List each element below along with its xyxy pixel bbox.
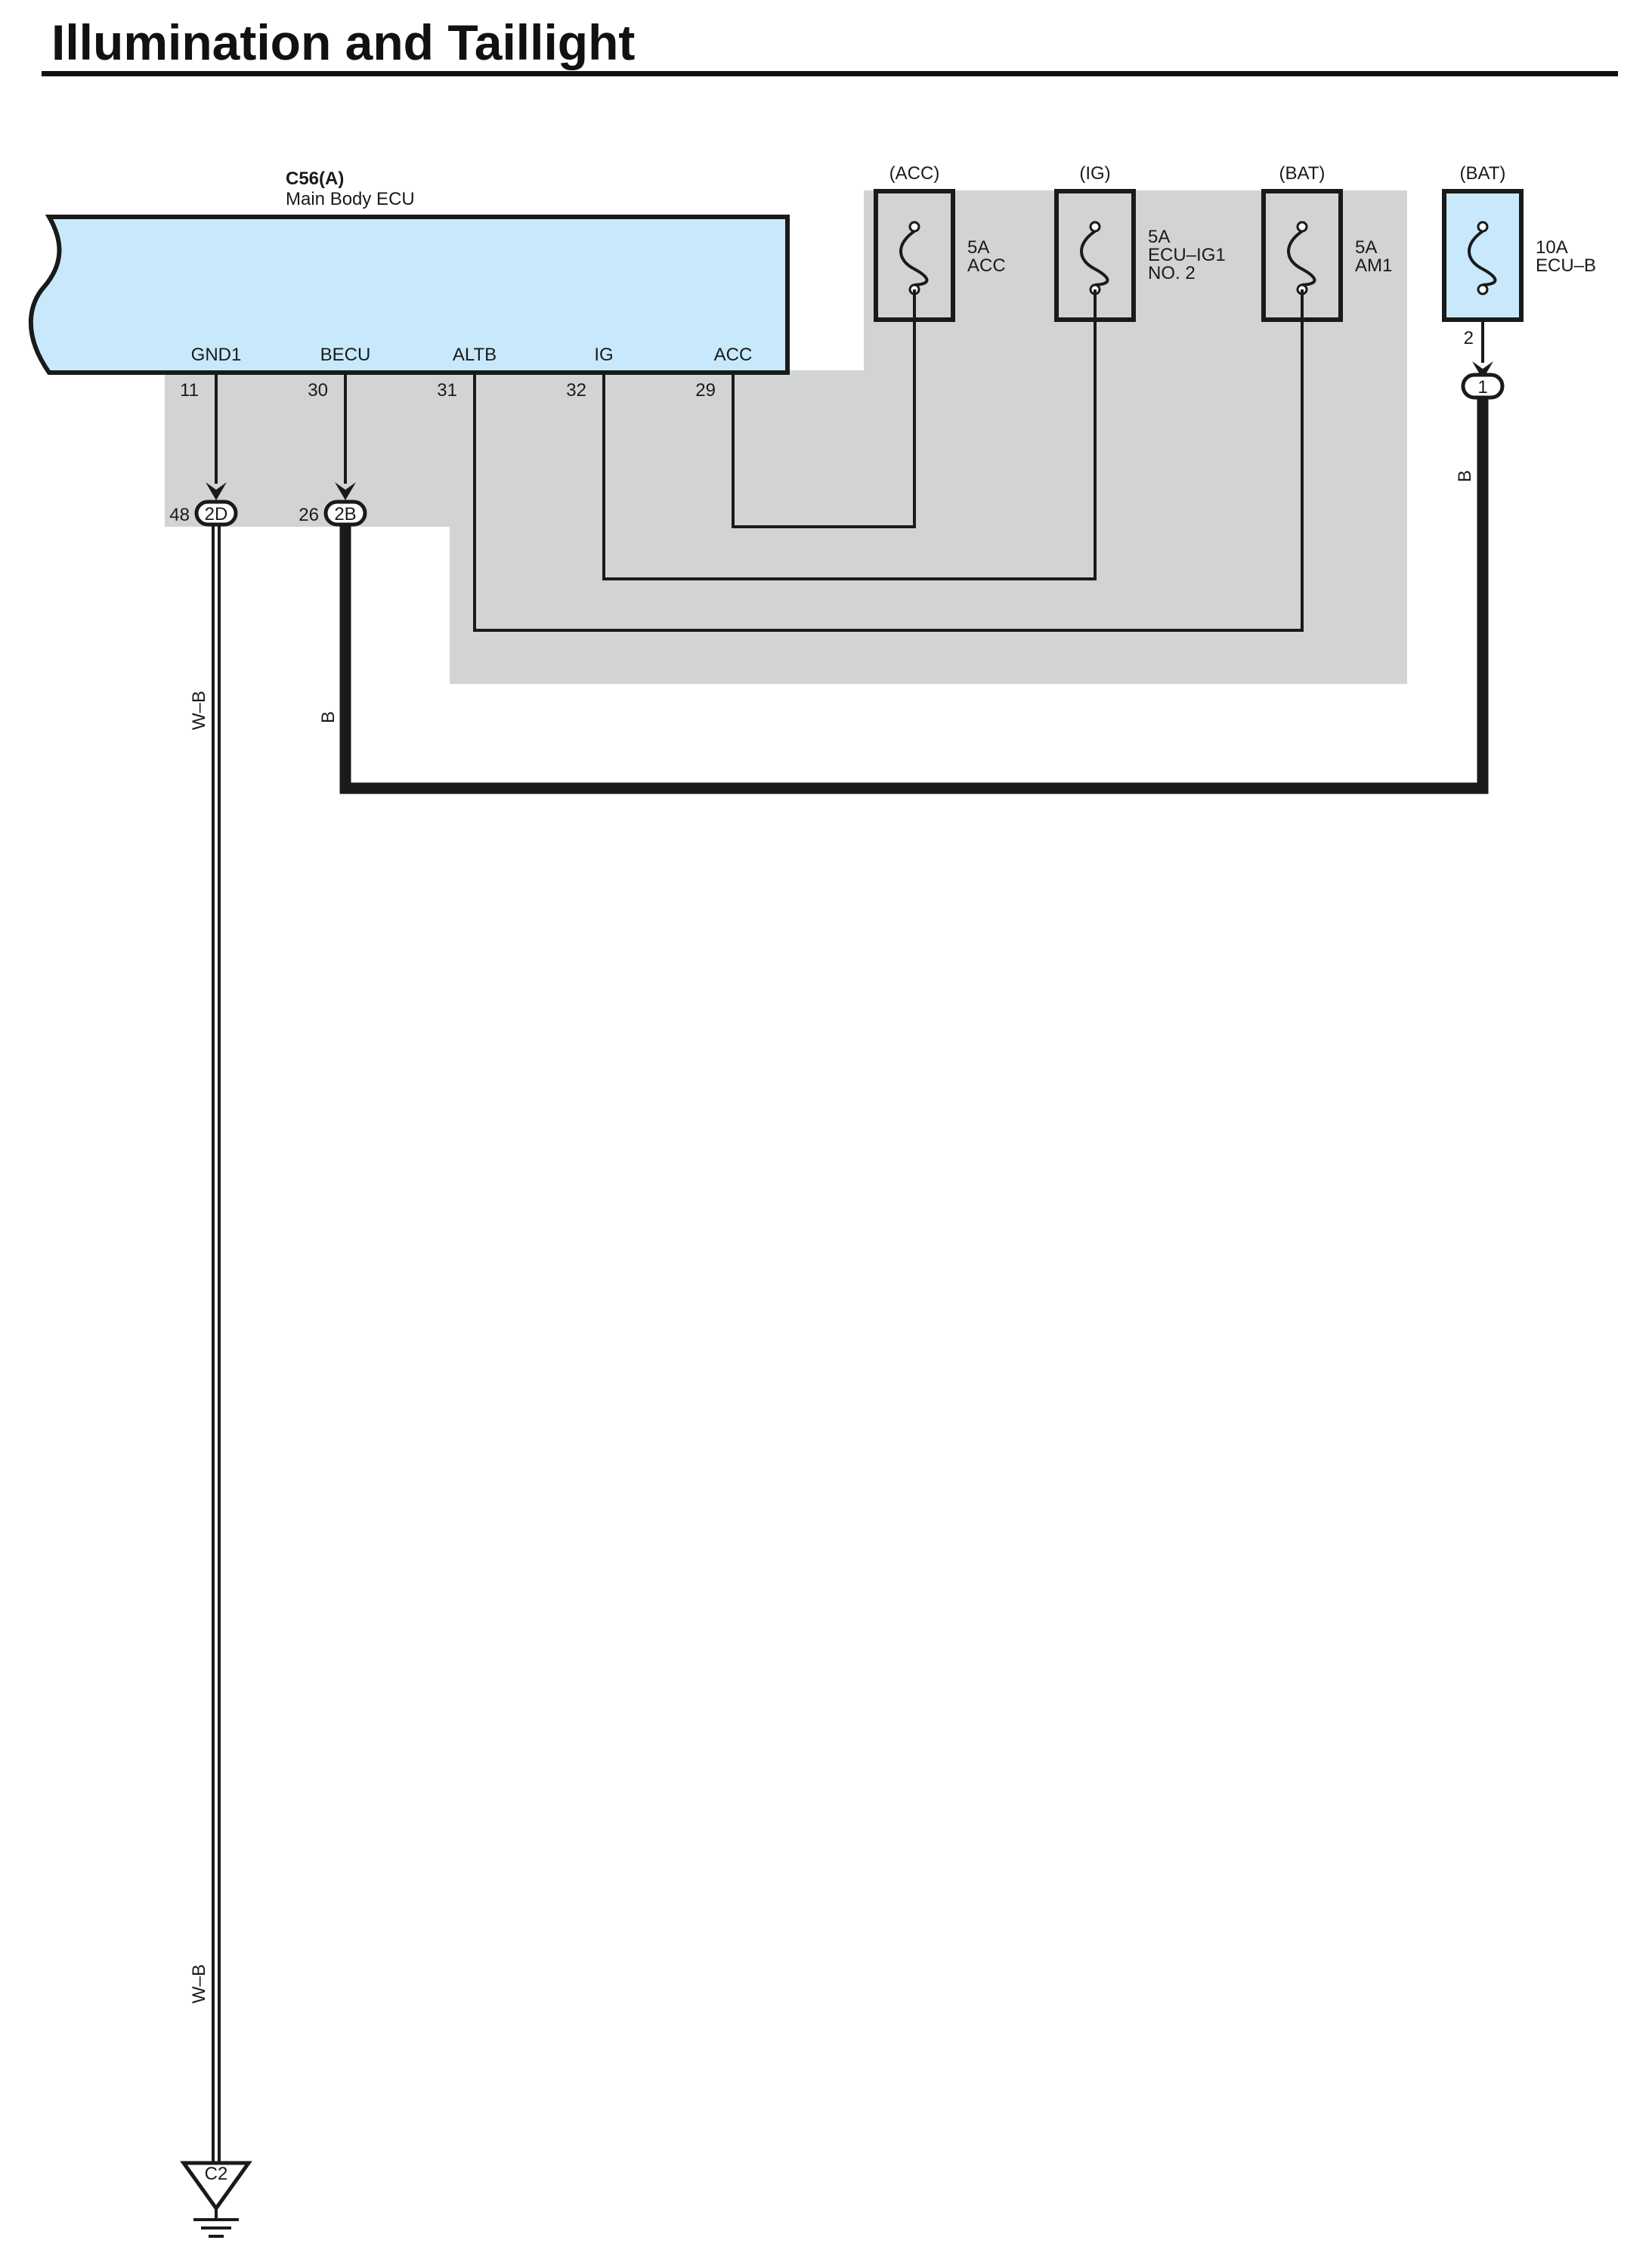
fuse-ecu-b-pin: 2 bbox=[1464, 328, 1474, 348]
page-title: Illumination and Taillight bbox=[51, 14, 636, 70]
fuse-source-ig: (IG) bbox=[1079, 163, 1110, 184]
fuse-source-acc: (ACC) bbox=[889, 163, 940, 184]
wire-ig bbox=[602, 289, 1097, 580]
fuse-symbol-am1 bbox=[1287, 221, 1316, 296]
ground-icon bbox=[193, 2208, 239, 2238]
fuse-rating-ecu-ig1: 5A bbox=[1148, 227, 1170, 247]
fuse-source-bat-ecub: (BAT) bbox=[1460, 163, 1506, 184]
fuse-name-ecu-ig1-line2: NO. 2 bbox=[1148, 263, 1196, 283]
junction-2d-pin: 48 bbox=[169, 505, 190, 525]
ground-id: C2 bbox=[205, 2164, 228, 2184]
junction-2b-pin: 26 bbox=[299, 505, 319, 525]
pin-number-29: 29 bbox=[695, 380, 716, 401]
pin-number-32: 32 bbox=[566, 380, 586, 401]
wire-altb bbox=[473, 289, 1304, 632]
fuse-name-ecu-b: ECU–B bbox=[1536, 255, 1596, 276]
wire-color-gnd-top: W–B bbox=[189, 691, 209, 730]
junction-2d bbox=[194, 500, 238, 527]
wire-color-gnd-bottom: W–B bbox=[189, 1964, 209, 2004]
fuse-symbol-ecu-b bbox=[1468, 221, 1497, 296]
pin-label-becu: BECU bbox=[320, 345, 371, 365]
wire-color-becu: B bbox=[318, 711, 339, 723]
wire-acc bbox=[732, 289, 916, 528]
arrow-gnd1 bbox=[206, 482, 227, 500]
fuse-name-am1: AM1 bbox=[1355, 255, 1392, 276]
arrow-ecu-b bbox=[1472, 361, 1493, 379]
junction-2d-id: 2D bbox=[205, 504, 228, 524]
fuse-name-acc: ACC bbox=[967, 255, 1006, 276]
ecu-connector-label: C56(A) bbox=[286, 169, 344, 189]
pin-label-acc: ACC bbox=[714, 345, 753, 365]
pin-number-11: 11 bbox=[180, 380, 199, 401]
pin-label-ig: IG bbox=[594, 345, 613, 365]
wire-w-b-ground bbox=[212, 524, 221, 2165]
ecu-box bbox=[28, 215, 790, 375]
junction-2b-id: 2B bbox=[334, 504, 356, 524]
fuse-name-ecu-ig1-line1: ECU–IG1 bbox=[1148, 245, 1226, 265]
fuse-box-ecu-b bbox=[1442, 189, 1524, 322]
pin-number-30: 30 bbox=[308, 380, 328, 401]
junction-1-id: 1 bbox=[1477, 377, 1487, 398]
pin-label-altb: ALTB bbox=[453, 345, 497, 365]
title-underline bbox=[42, 71, 1618, 76]
pin-label-gnd1: GND1 bbox=[191, 345, 242, 365]
ecu-name-label: Main Body ECU bbox=[286, 189, 415, 209]
pin-number-31: 31 bbox=[437, 380, 457, 401]
fuse-rating-am1: 5A bbox=[1355, 237, 1377, 258]
fuse-rating-acc: 5A bbox=[967, 237, 989, 258]
ground-triangle bbox=[180, 2161, 252, 2212]
arrow-becu bbox=[335, 482, 356, 500]
wire-b-becu bbox=[339, 398, 1489, 794]
fuse-rating-ecu-b: 10A bbox=[1536, 237, 1568, 258]
fuse-source-bat: (BAT) bbox=[1279, 163, 1326, 184]
wire-color-ecu-b: B bbox=[1455, 470, 1475, 482]
